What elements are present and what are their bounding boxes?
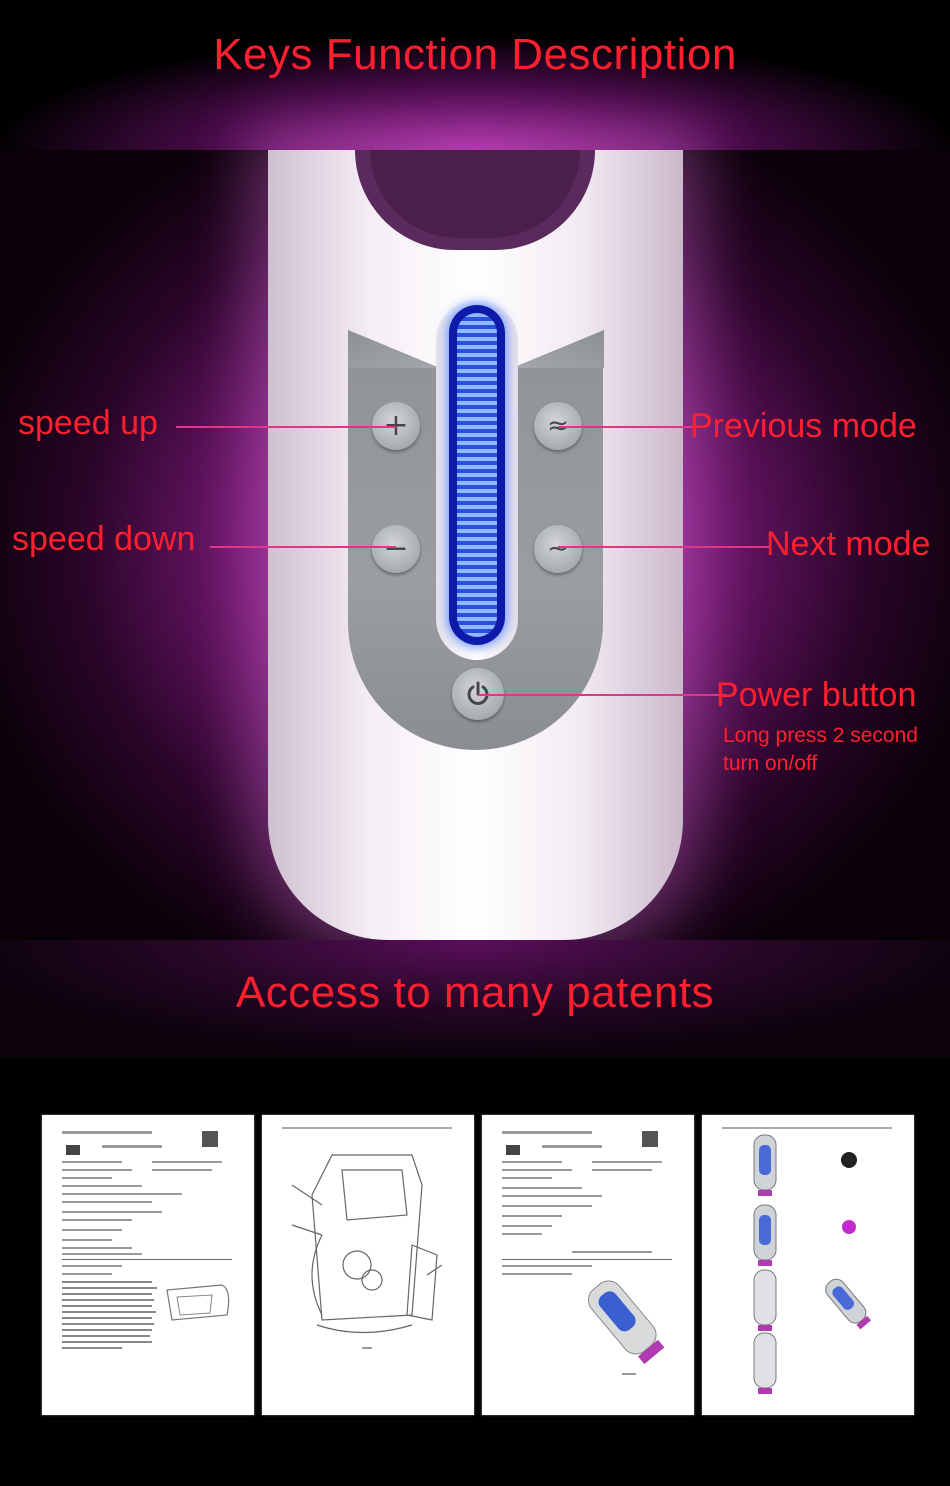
- speed-down-button[interactable]: −: [372, 525, 420, 573]
- next-mode-label: Next mode: [766, 525, 931, 563]
- patent-document-1: [42, 1115, 254, 1415]
- double-wave-icon: ≈: [547, 411, 569, 441]
- patent-drawing-page: [282, 1127, 452, 1349]
- previous-mode-label: Previous mode: [690, 407, 917, 445]
- patents-header-band: [0, 940, 950, 1058]
- minus-icon: −: [383, 531, 409, 566]
- power-button-label: Power button: [716, 676, 917, 714]
- top-header-band: [0, 0, 950, 150]
- indicator-stripes: [457, 313, 497, 637]
- speed-down-leader-line: [210, 546, 396, 548]
- speed-up-label: speed up: [18, 404, 158, 442]
- patents-title: Access to many patents: [235, 968, 715, 1017]
- patent-views-page: [722, 1127, 892, 1394]
- previous-mode-leader-line: [558, 426, 696, 428]
- plus-icon: +: [383, 408, 409, 443]
- next-mode-leader-line: [558, 546, 770, 548]
- patent-document-2: [262, 1115, 474, 1415]
- next-mode-button[interactable]: ∼: [534, 525, 582, 573]
- patent-document-3: [482, 1115, 694, 1415]
- page-title: Keys Function Description: [213, 30, 737, 79]
- power-note-line-2: turn on/off: [723, 752, 818, 775]
- power-note-line-1: Long press 2 second: [723, 724, 918, 747]
- speed-indicator-light-bar: [449, 305, 505, 645]
- wave-icon: ∼: [547, 534, 569, 564]
- patent-document-4: [702, 1115, 914, 1415]
- power-icon: [467, 681, 489, 705]
- power-leader-line: [478, 694, 726, 696]
- patent-text-page: [62, 1131, 232, 1349]
- speed-down-label: speed down: [12, 520, 196, 558]
- speed-up-leader-line: [176, 426, 396, 428]
- patent-design-page: [502, 1131, 672, 1375]
